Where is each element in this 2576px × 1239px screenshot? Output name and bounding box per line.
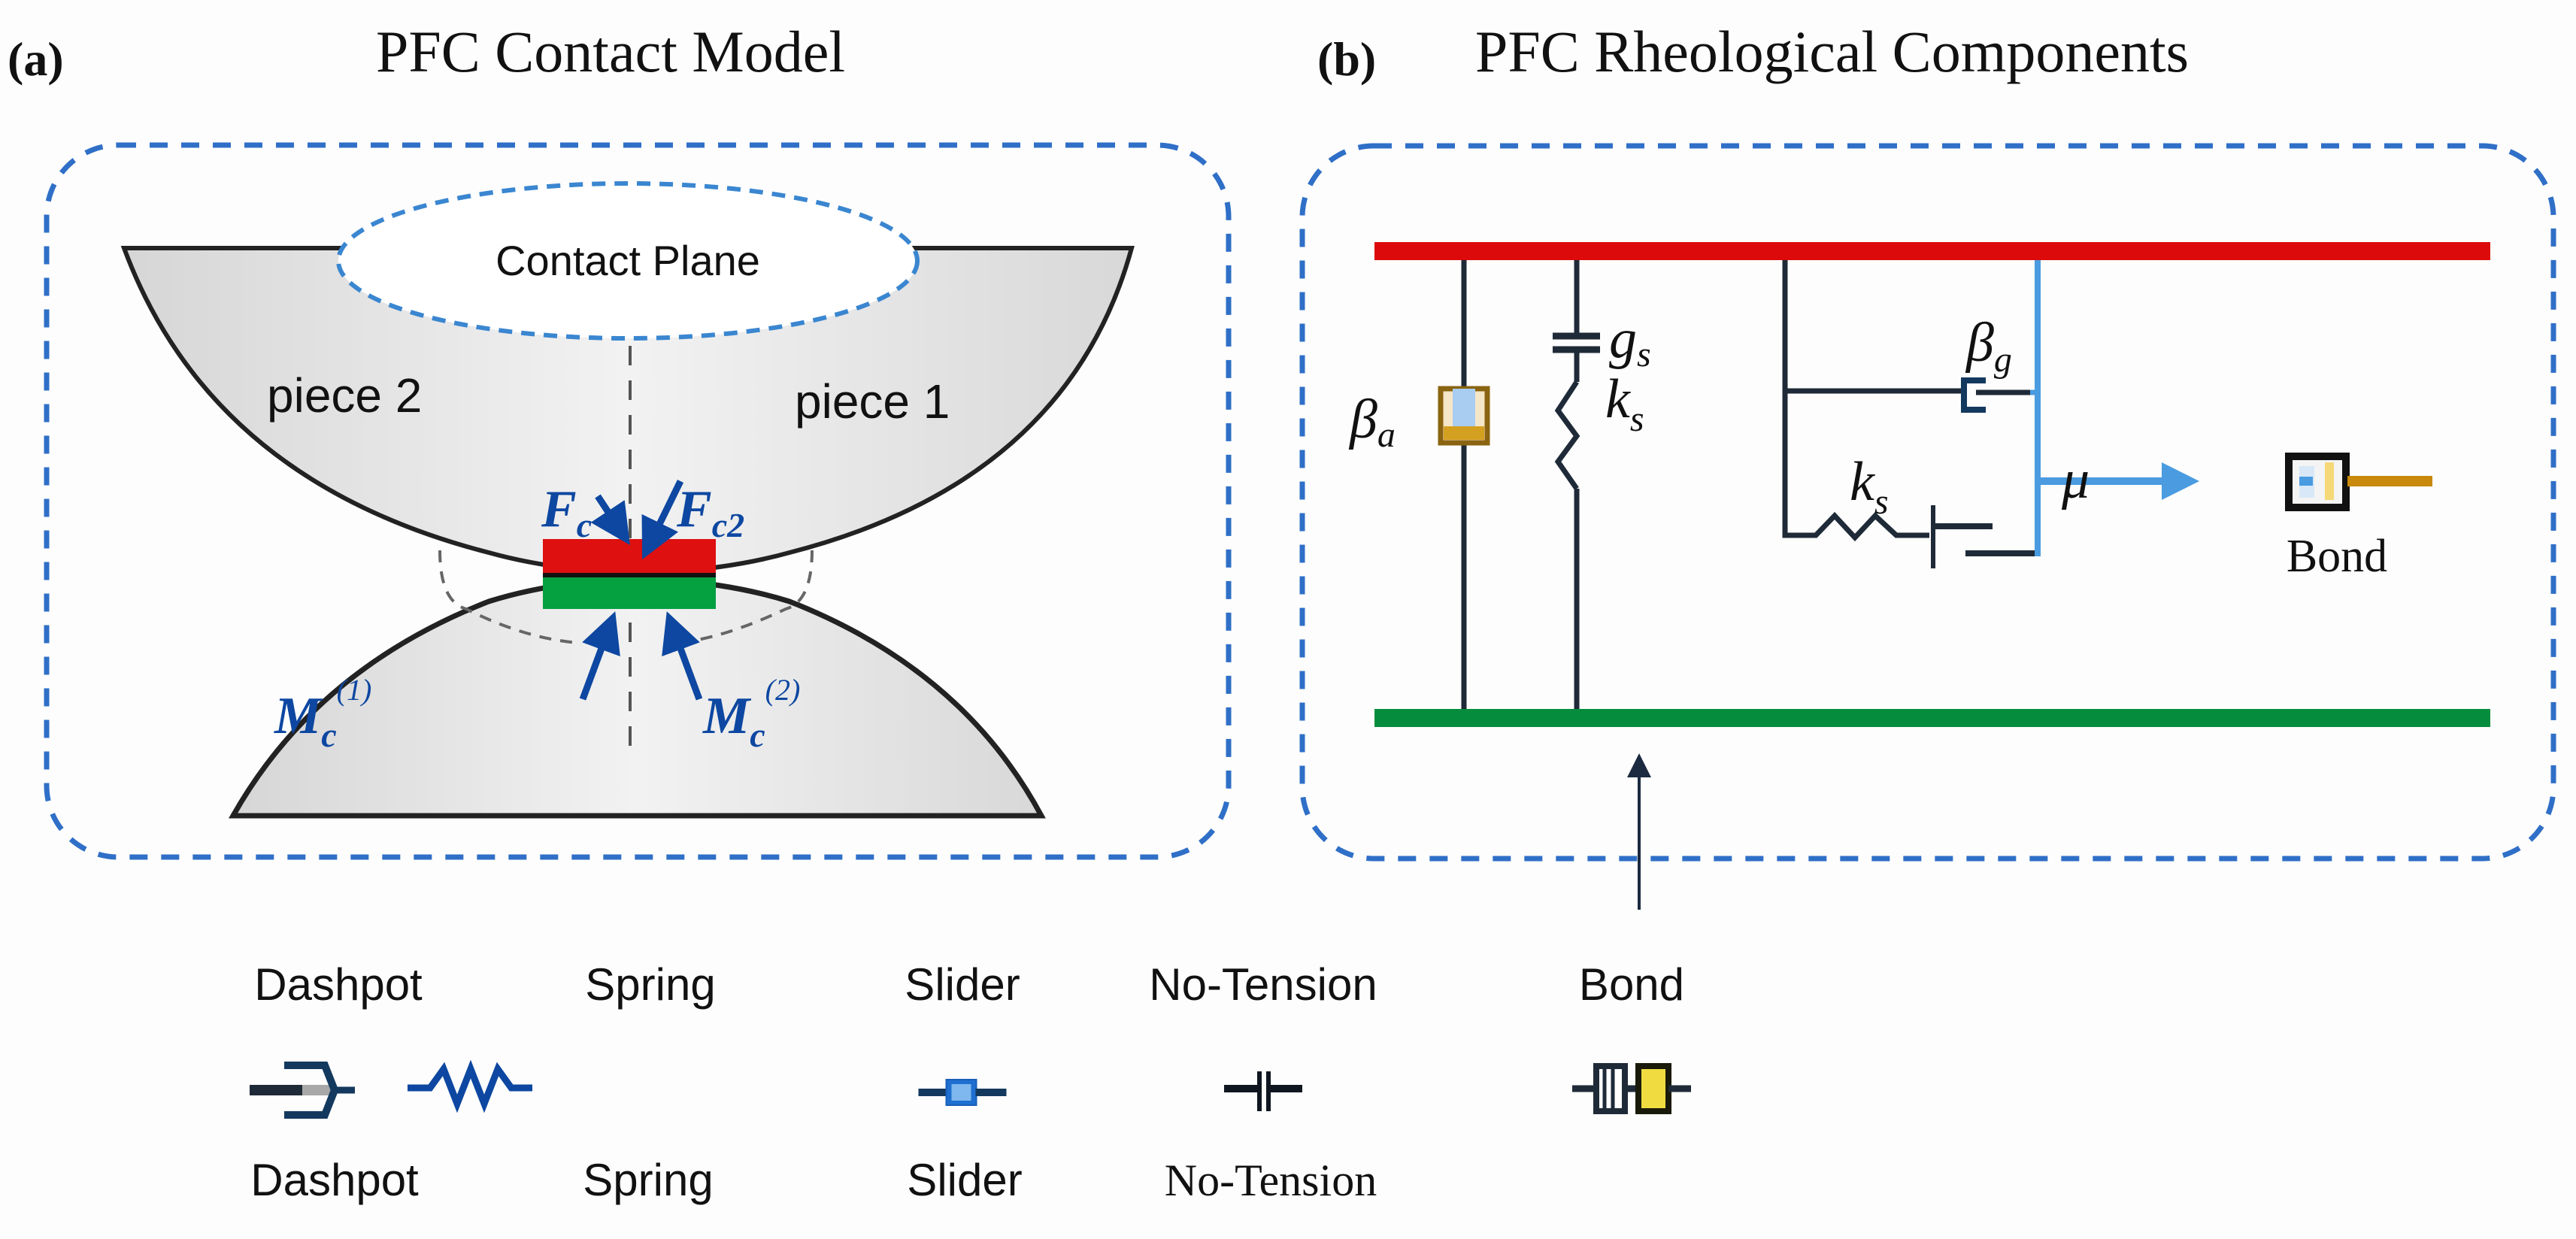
legend-top-label-bond: Bond	[1579, 959, 1684, 1010]
legend-top-label-dashpot: Dashpot	[254, 959, 423, 1010]
legend-bottom-label-slider: Slider	[907, 1155, 1022, 1205]
piece-2-label: piece 2	[267, 368, 422, 423]
contact-zone-right	[676, 550, 814, 644]
panel-b-label: (b)	[1317, 32, 1376, 86]
moment-mc1-label: Mc(1)	[274, 673, 371, 754]
contact-plane-label: Contact Plane	[496, 237, 760, 284]
contact-zone-left	[438, 550, 580, 644]
panel-b-frame	[1299, 143, 2556, 862]
panel-a-title: PFC Contact Model	[376, 19, 845, 84]
force-fc2-label: Fc2	[676, 480, 744, 544]
moment-mc2-arrow	[662, 611, 703, 701]
contact-bar-bottom	[543, 577, 716, 609]
bottom-plate	[1374, 709, 2490, 727]
legend-top-label-slider: Slider	[905, 959, 1020, 1010]
k-s-horizontal-label: ks	[1850, 451, 1889, 522]
mu-label: μ	[2061, 449, 2090, 510]
moment-mc1-arrow	[579, 611, 620, 701]
panel-a: (a) PFC Contact Model Contact Plane piec…	[8, 19, 1232, 860]
dashpot-beta-a	[1438, 260, 1490, 709]
bond-icon	[1572, 1063, 1691, 1114]
k-s-vertical-label: ks	[1605, 368, 1644, 439]
panel-a-frame	[44, 142, 1232, 860]
force-fc2-arrow	[641, 480, 684, 560]
beta-a-label: βa	[1348, 389, 1396, 455]
legend-top-label-no-tension: No-Tension	[1149, 959, 1377, 1010]
legend-bottom-label-spring: Spring	[583, 1155, 713, 1205]
legend: Dashpot Spring Slider No-Tension Bond	[250, 959, 1691, 1205]
spring-icon	[408, 1059, 532, 1113]
no-tension-icon	[1224, 1071, 1302, 1111]
piece-1-label: piece 1	[795, 374, 950, 429]
contact-plane-ellipse	[336, 181, 920, 341]
moment-mc2-label: Mc(2)	[702, 673, 800, 754]
g-s-label: gs	[1609, 308, 1651, 374]
contact-interface-line	[543, 573, 716, 577]
no-tension-spring-branch	[1553, 260, 1600, 709]
panel-b: (b) PFC Rheological Components βa gs	[1299, 19, 2556, 910]
contact-bar-top	[543, 539, 716, 573]
top-plate	[1374, 242, 2490, 260]
bond-label: Bond	[2287, 531, 2387, 582]
force-fc-label: Fc	[541, 480, 592, 544]
force-fc-arrow	[590, 494, 630, 546]
panel-a-label: (a)	[8, 32, 64, 86]
legend-bottom-label-no-tension: No-Tension	[1165, 1156, 1377, 1205]
slider-icon	[918, 1079, 1007, 1106]
bond-element	[2285, 453, 2432, 511]
shear-branch	[1782, 260, 2199, 568]
legend-bottom-label-dashpot: Dashpot	[250, 1155, 419, 1205]
dashpot-icon	[250, 1062, 355, 1119]
lower-piece	[229, 576, 1046, 819]
beta-g-label: βg	[1965, 312, 2012, 380]
legend-top-label-spring: Spring	[585, 959, 715, 1010]
panel-b-title: PFC Rheological Components	[1475, 19, 2189, 84]
